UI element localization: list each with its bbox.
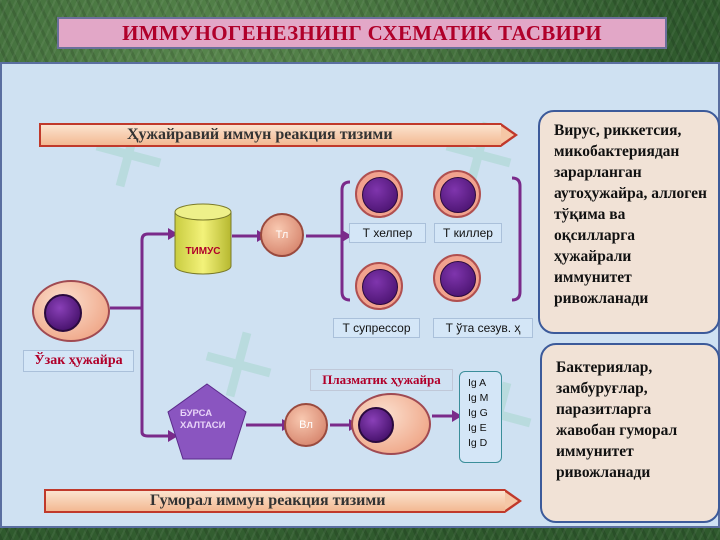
t-suppressor-cell bbox=[355, 262, 403, 310]
humoral-immunity-label: Гуморал иммун реакция тизими bbox=[150, 492, 386, 509]
arrow-head-fill bbox=[505, 492, 518, 510]
plasma-cell-label: Плазматик ҳужайра bbox=[310, 369, 453, 391]
t-lymphocyte: Тл bbox=[260, 213, 304, 257]
page-title: ИММУНОГЕНЕЗНИНГ СХЕМАТИК ТАСВИРИ bbox=[57, 17, 667, 49]
bursa-label: БУРСА ХАЛТАСИ bbox=[180, 408, 226, 431]
t-memory-nucleus bbox=[440, 261, 476, 297]
cellular-immunity-description: Вирус, риккетсия, микобактериядан зарарл… bbox=[538, 110, 720, 334]
t-helper-label: Т хелпер bbox=[349, 223, 426, 243]
humoral-immunity-arrow: Гуморал иммун реакция тизими bbox=[44, 489, 522, 513]
stem-cell-nucleus bbox=[44, 294, 82, 332]
ig-item: Ig E bbox=[468, 422, 487, 434]
ig-item: Ig G bbox=[468, 407, 488, 419]
t-killer-cell bbox=[433, 170, 481, 218]
immunoglobulin-list: Ig A Ig M Ig G Ig E Ig D bbox=[459, 371, 502, 463]
t-helper-nucleus bbox=[362, 177, 398, 213]
t-killer-label: Т киллер bbox=[434, 223, 502, 243]
ig-item: Ig M bbox=[468, 392, 489, 404]
t-killer-nucleus bbox=[440, 177, 476, 213]
t-memory-cell bbox=[433, 254, 481, 302]
plasma-cell-nucleus bbox=[358, 407, 394, 443]
bursa-pentagon-icon bbox=[167, 383, 247, 460]
cellular-immunity-label: Ҳужайравий иммун реакция тизими bbox=[127, 126, 393, 143]
ig-item: Ig D bbox=[468, 437, 488, 449]
t-memory-label: Т ўта сезув. ҳ bbox=[433, 318, 533, 338]
t-suppressor-label: Т супрессор bbox=[333, 318, 420, 338]
thymus-label: ТИМУС bbox=[185, 246, 221, 257]
b-lymphocyte: Вл bbox=[284, 403, 328, 447]
stem-cell-label: Ўзак ҳужайра bbox=[23, 350, 134, 372]
ig-item: Ig A bbox=[468, 377, 487, 389]
thymus-cylinder-icon bbox=[174, 203, 232, 275]
arrow-head-fill bbox=[501, 126, 514, 144]
t-suppressor-nucleus bbox=[362, 269, 398, 305]
stem-cell bbox=[32, 280, 110, 342]
cellular-immunity-arrow: Ҳужайравий иммун реакция тизими bbox=[39, 123, 518, 147]
t-helper-cell bbox=[355, 170, 403, 218]
humoral-immunity-description: Бактериялар, замбуруғлар, паразитларга ж… bbox=[540, 343, 720, 523]
plasma-cell bbox=[351, 393, 431, 455]
